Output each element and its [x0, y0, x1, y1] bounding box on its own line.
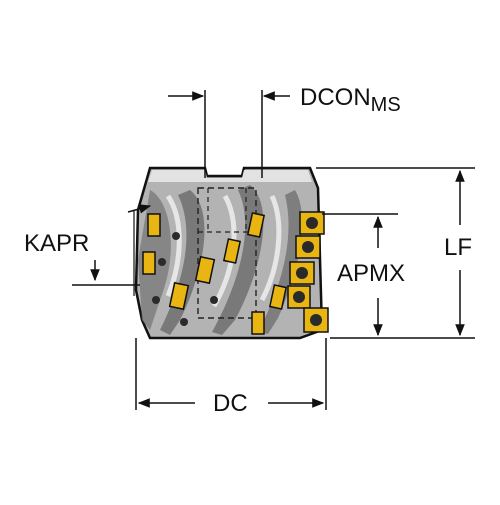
dcon-label-text: DCON: [300, 84, 371, 111]
lf-label: LF: [444, 234, 473, 261]
screw-icon: [302, 241, 314, 253]
insert: [268, 284, 288, 310]
inner-bore: [197, 187, 257, 319]
dc-label: DC: [213, 390, 248, 417]
dcon-subscript: MS: [370, 94, 401, 116]
highlight-1: [165, 194, 182, 297]
insert: [246, 212, 266, 238]
dcon-label: DCONMS: [300, 84, 401, 117]
screw-icon: [210, 296, 218, 304]
highlight-3: [259, 194, 282, 302]
dcon-dimension: [168, 90, 290, 178]
insert: [222, 238, 242, 264]
apmx-dimension: [322, 213, 398, 337]
insert: [168, 281, 190, 311]
screw-icon: [180, 318, 188, 326]
screw-icon: [306, 217, 318, 229]
lf-dimension: [316, 167, 475, 339]
flute-2: [160, 190, 205, 335]
screw-icon: [293, 291, 305, 303]
kapr-dimension: [72, 204, 152, 296]
insert: [303, 307, 329, 333]
insert: [147, 213, 161, 237]
screw-icon: [172, 232, 180, 240]
insert: [194, 255, 216, 285]
insert: [142, 251, 156, 275]
screw-icon: [310, 314, 322, 326]
flute-4: [258, 190, 303, 334]
top-band: [148, 170, 312, 182]
screw-icon: [296, 267, 308, 279]
inserts: [142, 211, 329, 335]
dc-dimension: [135, 338, 327, 410]
kapr-label: KAPR: [24, 230, 90, 257]
apmx-label: APMX: [337, 260, 406, 287]
screw-icon: [158, 258, 166, 266]
screw-icon: [152, 296, 160, 304]
insert: [251, 311, 265, 335]
